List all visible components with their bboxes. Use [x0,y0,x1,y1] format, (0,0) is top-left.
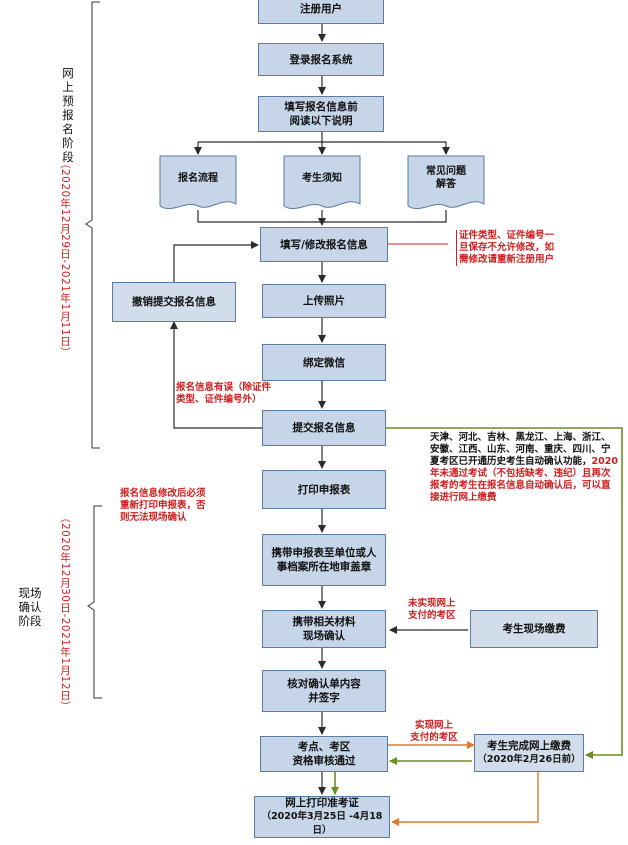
step-cancel-submit: 撤销提交报名信息 [112,282,236,322]
note-no-online-pay: 未实现网上 支付的考区 [408,598,456,621]
step-read: 填写报名信息前阅读以下说明 [258,96,384,132]
step-print-form: 打印申报表 [262,470,386,509]
phase-bracket-online [85,1,100,449]
step-upload-photo: 上传照片 [262,284,386,318]
step-login: 登录报名系统 [258,43,384,76]
step-sign-form: 核对确认单内容并签字 [262,670,386,712]
doc-process: 报名流程 [178,172,218,184]
step-print-ticket: 网上打印准考证（2020年3月25日 -4月18日） [254,796,390,838]
phase-label-online: 网 上 预 报 名 阶 段 [62,66,74,164]
step-submit-info: 提交报名信息 [262,410,386,446]
step-register: 注册用户 [258,0,384,24]
step-bind-wechat: 绑定微信 [262,344,386,381]
step-onsite-confirm: 携带相关材料现场确认 [262,610,386,648]
step-onsite-pay: 考生现场缴费 [470,610,598,648]
note-online-pay: 实现网上 支付的考区 [410,720,458,743]
phase-dates-onsite: （2020年12月30日-2021年1月12日） [59,512,71,712]
arrow-submit-cancel [170,321,262,429]
note-reprint: 报名信息修改后必须 重新打印申报表，否 则无法现场确认 [120,488,206,523]
note-info-error: 报名信息有误（除证件 类型、证件编号外） [176,382,272,405]
note-idcard: 证件类型、证件编号一 旦保存不允许修改，如 需修改请重新注册用户 [456,230,579,266]
doc-notice: 考生须知 [302,172,342,184]
phase-dates-online: （2020年12月29日-2021年1月11日） [59,158,71,358]
phase-label-onsite: 现场 确认 阶段 [18,586,42,628]
phase-bracket-onsite [87,505,102,699]
step-online-pay: 考生完成网上缴费（2020年2月26日前） [474,734,584,772]
step-review-pass: 考点、考区资格审核通过 [260,736,388,772]
arrow-onlinepay-ticket [391,772,539,826]
step-stamp-form: 携带申报表至单位或人事档案所在地审盖章 [262,534,386,586]
doc-shapes [159,155,485,210]
note-auto-confirm: 天津、河北、吉林、黑龙江、上海、浙江、 安徽、江西、山东、河南、重庆、四川、宁 … [430,432,618,503]
step-fill-info: 填写/修改报名信息 [260,227,388,262]
arrow-cancel-fill [173,241,259,282]
arrow-auto-confirm-pay [386,427,623,759]
doc-faq: 常见问题解答 [426,166,466,190]
